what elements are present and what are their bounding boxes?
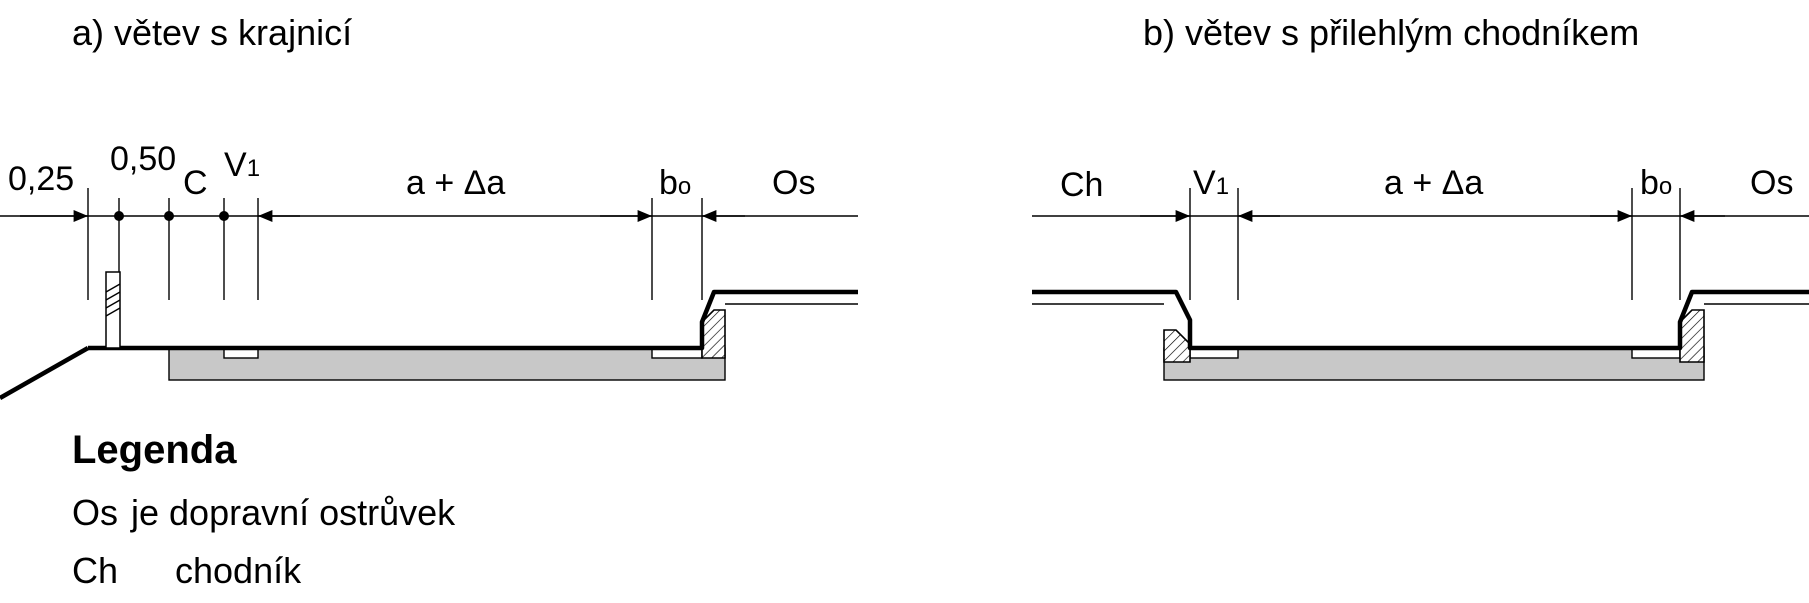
base-layer	[168, 347, 726, 381]
guide-post	[105, 271, 121, 349]
post-stripe	[105, 307, 121, 317]
label-v1: V1	[224, 146, 260, 184]
road-surface-b	[1032, 289, 1809, 351]
title-a: a) větev s krajnicí	[72, 12, 352, 53]
embankment-slope	[0, 346, 90, 400]
label-0-25: 0,25	[8, 160, 74, 198]
legend-row-ch-text: chodník	[175, 550, 302, 591]
section-a: 0,25 0,50 C V1 a + Δa bo Os	[0, 140, 858, 400]
label-os: Os	[772, 164, 815, 202]
label-b0: bo	[659, 164, 691, 202]
road-surface-a	[88, 289, 858, 351]
post-stripe	[105, 299, 121, 309]
legend: Legenda Os je dopravní ostrůvek Ch chodn…	[72, 428, 456, 591]
post-stripe	[105, 283, 121, 293]
legend-heading: Legenda	[72, 428, 237, 472]
title-b: b) větev s přilehlým chodníkem	[1143, 12, 1639, 53]
base-layer	[1163, 347, 1705, 381]
label-b0: bo	[1640, 164, 1672, 202]
label-a-plus-delta-a: a + Δa	[406, 164, 505, 202]
label-ch: Ch	[1060, 166, 1103, 204]
legend-row-os-abbr: Os	[72, 492, 118, 533]
label-c: C	[183, 164, 208, 202]
post-stripe	[105, 291, 121, 301]
legend-row-os-text: je dopravní ostrůvek	[130, 492, 456, 533]
kerb-block-left	[1163, 329, 1191, 363]
label-v1: V1	[1193, 164, 1229, 202]
legend-row-ch-abbr: Ch	[72, 550, 118, 591]
label-os: Os	[1750, 164, 1793, 202]
section-b: Ch V1 a + Δa bo Os	[1032, 164, 1809, 381]
label-0-50: 0,50	[110, 140, 176, 178]
label-a-plus-delta-a: a + Δa	[1384, 164, 1483, 202]
